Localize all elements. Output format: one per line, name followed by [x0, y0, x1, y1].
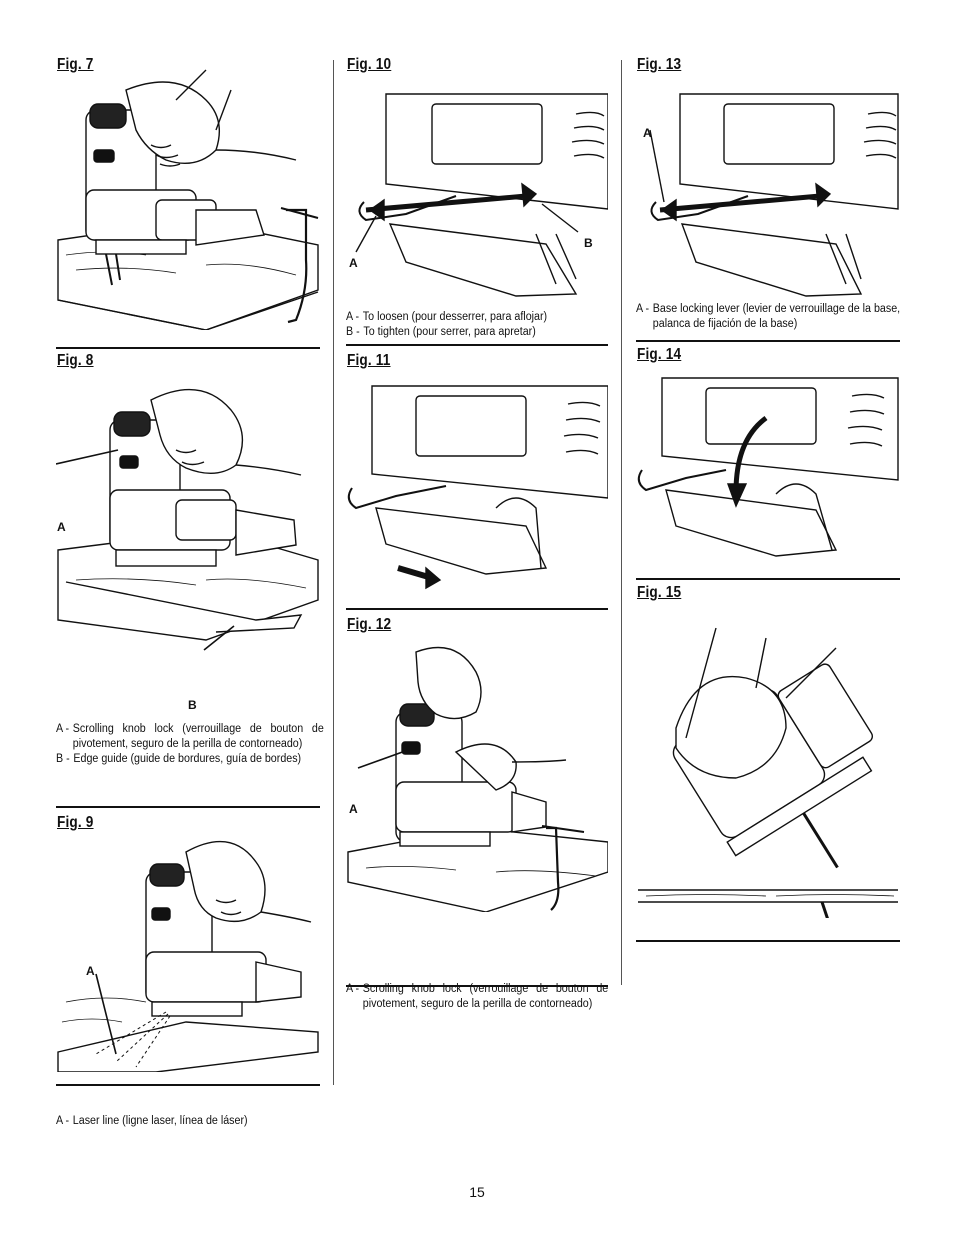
figure-divider [56, 347, 320, 349]
figure-divider [636, 940, 900, 942]
figure-label: Fig. 13 [637, 56, 682, 73]
callout-a: A [86, 964, 95, 978]
figure-11: Fig. 11 [346, 352, 608, 612]
caption-text: Scrolling knob lock (verrouillage de bou… [72, 723, 324, 750]
caption-row: A - Laser line (ligne laser, línea de lá… [56, 1114, 324, 1129]
figure-divider [636, 340, 900, 342]
base-lever-loosen-tighten-illustration-icon [355, 93, 608, 297]
column-divider-right [621, 60, 622, 985]
callout-a: A [57, 520, 66, 534]
figure-divider [346, 608, 608, 610]
callout-a: A [643, 126, 652, 140]
figure-8: Fig. 8 [56, 352, 324, 812]
figure-label: Fig. 10 [347, 56, 392, 73]
caption-text: To tighten (pour serrer, para apretar) [363, 326, 536, 338]
figure-10-captions: A - To loosen (pour desserrer, para aflo… [346, 310, 608, 340]
figure-label: Fig. 14 [637, 346, 682, 363]
figure-label: Fig. 11 [347, 352, 391, 369]
jigsaw-edge-guide-illustration-icon [56, 388, 319, 651]
jigsaw-bevel-cut-illustration-icon [638, 627, 898, 918]
figure-12: Fig. 12 A [346, 616, 608, 1036]
caption-key: A - [346, 983, 360, 995]
figure-13-captions: A - Base locking lever (levier de verrou… [636, 302, 900, 332]
figure-9-captions: A - Laser line (ligne laser, línea de lá… [56, 1114, 324, 1129]
figure-9: Fig. 9 A A - [56, 814, 320, 1127]
figure-divider [346, 344, 608, 346]
figure-label: Fig. 7 [57, 56, 94, 73]
figure-divider [56, 806, 320, 808]
figure-10: Fig. 10 A B [346, 56, 608, 346]
callout-b: B [188, 698, 197, 712]
callout-b: B [584, 236, 593, 250]
jigsaw-scrolling-knob-illustration-icon [347, 646, 608, 912]
figure-label: Fig. 15 [637, 584, 682, 601]
caption-key: A - [56, 1115, 70, 1127]
base-slide-forward-illustration-icon [347, 385, 608, 590]
base-locking-lever-illustration-icon [649, 93, 899, 297]
callout-a: A [349, 256, 358, 270]
caption-text: Edge guide (guide de bordures, guía de b… [73, 753, 302, 765]
figure-14: Fig. 14 [636, 346, 900, 586]
caption-row: A - Scrolling knob lock (verrouillage de… [56, 722, 324, 752]
callout-a: A [349, 802, 358, 816]
figure-15: Fig. 15 [636, 584, 900, 944]
jigsaw-clamped-board-illustration-icon [57, 69, 319, 330]
caption-row: A - Base locking lever (levier de verrou… [636, 302, 900, 332]
figure-divider [56, 1084, 320, 1086]
caption-key: A - [636, 303, 650, 315]
figure-7: Fig. 7 [56, 56, 320, 348]
figure-8-captions: A - Scrolling knob lock (verrouillage de… [56, 722, 324, 767]
base-lever-lock-illustration-icon [637, 377, 899, 557]
jigsaw-laser-line-illustration-icon [57, 840, 319, 1072]
figure-divider [346, 985, 608, 987]
caption-row: B - Edge guide (guide de bordures, guía … [56, 752, 324, 767]
caption-row: A - To loosen (pour desserrer, para aflo… [346, 310, 608, 325]
caption-key: A - [56, 723, 70, 735]
page-number: 15 [469, 1184, 485, 1200]
caption-text: To loosen (pour desserrer, para aflojar) [362, 311, 548, 323]
figure-label: Fig. 9 [57, 814, 94, 831]
figure-label: Fig. 12 [347, 616, 392, 633]
caption-key: A - [346, 311, 360, 323]
caption-key: B - [56, 753, 70, 765]
caption-text: Laser line (ligne laser, línea de láser) [72, 1115, 248, 1127]
figure-divider [636, 578, 900, 580]
figure-label: Fig. 8 [57, 352, 94, 369]
caption-text: Base locking lever (levier de verrouilla… [652, 303, 901, 330]
caption-row: B - To tighten (pour serrer, para apreta… [346, 325, 608, 340]
figure-13: Fig. 13 A A - Base locking lever (levier… [636, 56, 900, 346]
caption-key: B - [346, 326, 360, 338]
column-divider-left [333, 60, 334, 1085]
